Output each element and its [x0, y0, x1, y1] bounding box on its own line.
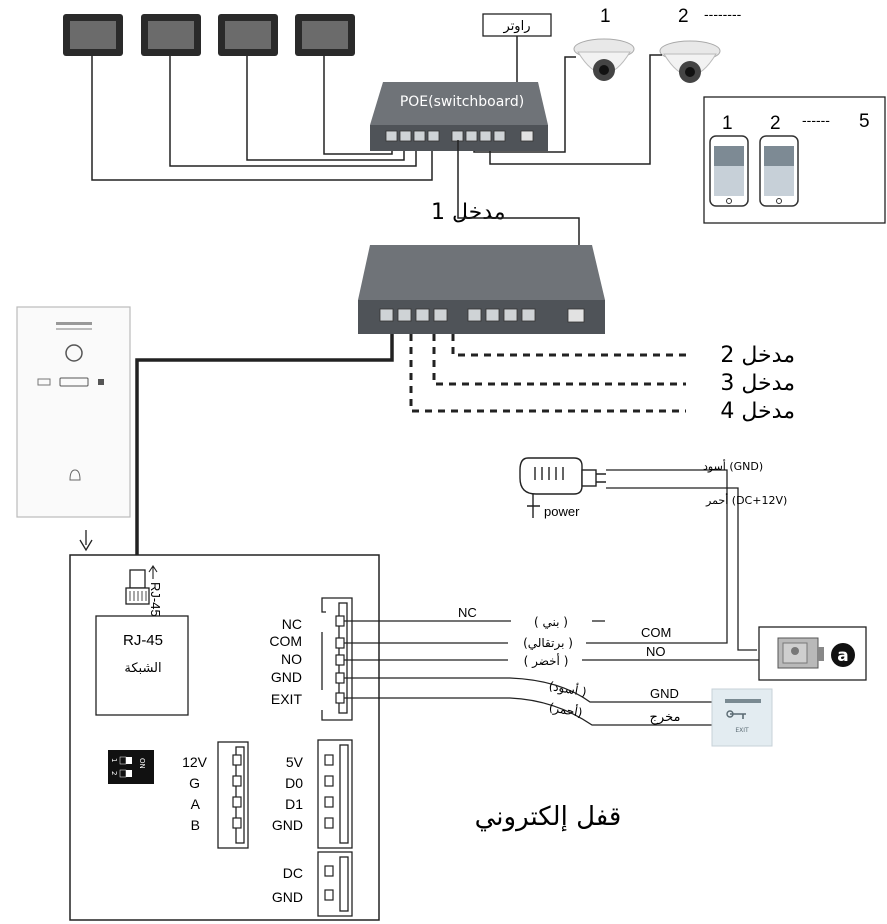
phone-label-dash: ------ — [802, 112, 830, 128]
poe-switch-label: POE(switchboard) — [400, 94, 524, 110]
wire-color-no: ( أخضر ) — [524, 653, 569, 669]
electric-lock-icon — [777, 637, 824, 669]
power-adapter-icon — [519, 457, 606, 518]
camera-label-dash: -------- — [704, 6, 742, 22]
power-label: power — [544, 504, 580, 519]
wire-color-com: ( برتقالي) — [523, 636, 573, 651]
wire-label-gnd: GND — [650, 686, 679, 701]
door-station-cable — [135, 334, 394, 570]
rj45-connector-icon — [125, 569, 150, 605]
terminal-label-5v: 5V — [286, 754, 304, 770]
entrance-3-label: مدخل 3 — [720, 371, 795, 396]
lock-wires — [344, 469, 787, 726]
lock-title: قفل إلكتروني — [475, 802, 622, 832]
door-station — [16, 306, 131, 518]
monitor — [295, 14, 355, 56]
phone-label-1: 1 — [722, 113, 733, 134]
dip-1-label: 1 — [110, 758, 118, 762]
power-dc-label: (DC+12V) أحمر — [705, 493, 787, 507]
monitor — [63, 14, 123, 56]
terminal-label-com: COM — [269, 633, 302, 649]
entrance-cables — [409, 334, 686, 413]
monitor-cables — [91, 56, 433, 181]
terminal-label-a: A — [191, 796, 201, 812]
terminal-label-12v: 12V — [182, 754, 208, 770]
camera-label-1: 1 — [600, 6, 611, 27]
router-label: راوتر — [503, 19, 531, 34]
wire-label-com: COM — [641, 625, 671, 640]
smartphone-1 — [709, 135, 749, 207]
wire-color-exit: (أحمر) — [548, 699, 584, 721]
terminal-label-no: NO — [281, 651, 302, 667]
exit-button-icon — [711, 688, 773, 747]
monitor — [218, 14, 278, 56]
rj45-arrow-icon — [148, 565, 158, 579]
wire-color-gnd: ( أسود) — [548, 678, 588, 700]
rj45-box-title: RJ-45 — [123, 632, 163, 649]
wire-label-no: NO — [646, 644, 666, 659]
terminal-block-mid — [317, 739, 353, 849]
dip-2-label: 2 — [110, 771, 118, 775]
smartphone-2 — [759, 135, 799, 207]
terminal-pins-mid — [324, 754, 334, 829]
camera-label-2: 2 — [678, 6, 689, 27]
wire-color-nc: ( بني ) — [534, 615, 568, 629]
poe-switch-main — [370, 82, 548, 151]
terminal-label-gnd: GND — [271, 669, 302, 685]
terminal-pins-left — [232, 754, 242, 829]
terminal-label-gnd-dc: GND — [272, 889, 303, 905]
dip-on-label: ON — [138, 758, 146, 769]
terminal-label-d1: D1 — [285, 796, 303, 812]
poe-switch-secondary — [358, 245, 605, 334]
phone-label-5: 5 — [859, 111, 870, 132]
terminal-label-dc: DC — [283, 865, 303, 881]
indoor-monitors — [63, 14, 355, 56]
camera-2 — [659, 40, 721, 83]
wire-label-exit: مخرج — [650, 710, 681, 725]
rj45-box-subtitle: الشبكة — [124, 661, 161, 676]
entrance-1-label: مدخل 1 — [431, 200, 506, 225]
phone-label-2: 2 — [770, 113, 781, 134]
terminal-label-gnd-mid: GND — [272, 817, 303, 833]
terminal-label-exit: EXIT — [271, 691, 303, 707]
power-gnd-label: (GND) أسود — [703, 459, 763, 473]
monitor — [141, 14, 201, 56]
terminal-label-b: B — [191, 817, 200, 833]
wire-label-nc: NC — [458, 605, 477, 620]
lock-badge-icon — [831, 643, 855, 667]
rj45-network-box — [95, 615, 189, 716]
exit-button-text: EXIT — [735, 727, 749, 734]
down-arrow-icon — [79, 530, 93, 552]
dip-switch — [108, 750, 154, 784]
camera-1 — [573, 38, 635, 81]
terminal-label-g: G — [189, 775, 200, 791]
terminal-pins-dc — [324, 865, 334, 901]
rj45-vertical-label: RJ-45 — [148, 582, 163, 617]
terminal-label-nc: NC — [282, 616, 302, 632]
entrance-2-label: مدخل 2 — [720, 343, 795, 368]
terminal-block-dc — [317, 851, 353, 917]
lock-badge: a — [837, 646, 848, 666]
terminal-label-d0: D0 — [285, 775, 303, 791]
entrance-4-label: مدخل 4 — [720, 399, 795, 424]
